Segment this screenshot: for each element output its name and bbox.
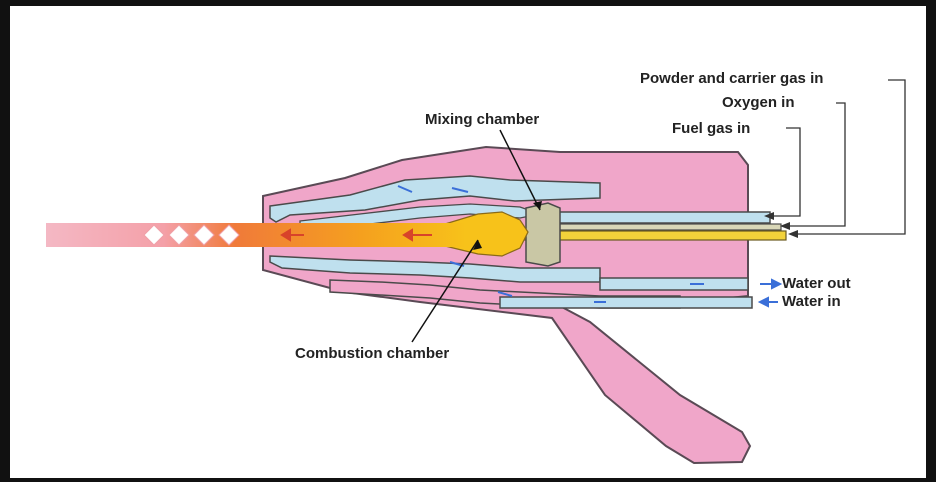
fuel-gas-label: Fuel gas in [672,121,750,136]
water-out-label: Water out [782,276,851,291]
combustion-chamber-label: Combustion chamber [295,346,449,361]
water-in-pipe [500,297,752,308]
fuel-tube [555,212,770,223]
water-io-arrows [760,280,780,306]
powder-carrier-gas-label: Powder and carrier gas in [640,71,823,86]
mixing-chamber-block [526,203,560,266]
water-out-pipe [600,278,748,290]
oxygen-label: Oxygen in [722,95,795,110]
water-in-label: Water in [782,294,841,309]
oxygen-tube [555,224,781,230]
mixing-chamber-label: Mixing chamber [425,112,539,127]
